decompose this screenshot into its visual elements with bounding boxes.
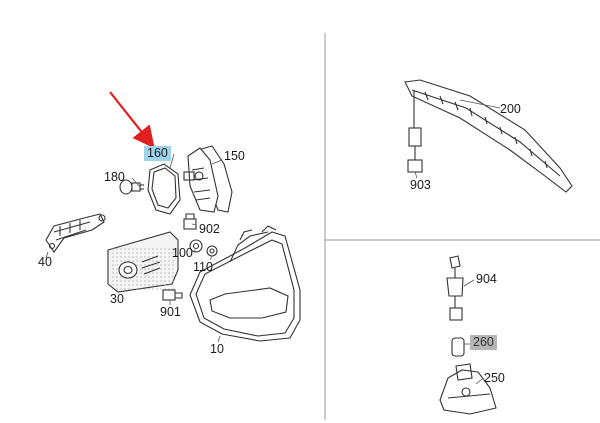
callout-110[interactable]: 110 xyxy=(193,260,213,274)
callout-901[interactable]: 901 xyxy=(160,305,181,319)
callout-260[interactable]: 260 xyxy=(470,335,497,350)
callout-160[interactable]: 160 xyxy=(144,146,171,161)
callout-200[interactable]: 200 xyxy=(500,102,521,116)
part-200-led-strip xyxy=(404,79,573,193)
part-904-socket xyxy=(446,255,464,321)
part-30-cover xyxy=(107,231,179,293)
part-40-bracket xyxy=(45,213,106,253)
callout-30[interactable]: 30 xyxy=(110,292,124,306)
part-10-tail-lamp xyxy=(189,225,301,342)
callout-904[interactable]: 904 xyxy=(476,272,497,286)
part-110-nut xyxy=(206,245,218,257)
callout-150[interactable]: 150 xyxy=(224,149,245,163)
part-902-connector xyxy=(183,213,197,230)
leader-lines xyxy=(45,99,501,385)
callout-100[interactable]: 100 xyxy=(172,246,193,260)
callout-180[interactable]: 180 xyxy=(104,170,125,184)
callout-902[interactable]: 902 xyxy=(199,222,220,236)
part-901-connector xyxy=(162,289,183,301)
part-260-holder xyxy=(451,337,465,357)
callout-40[interactable]: 40 xyxy=(38,255,52,269)
part-150-carrier xyxy=(183,145,233,213)
callout-10[interactable]: 10 xyxy=(210,342,224,356)
part-250-base xyxy=(439,363,497,415)
part-903-connector xyxy=(407,127,423,173)
part-160-gasket xyxy=(147,163,181,215)
pointer-arrow xyxy=(109,91,155,149)
callout-250[interactable]: 250 xyxy=(484,371,505,385)
callout-903[interactable]: 903 xyxy=(410,178,431,192)
